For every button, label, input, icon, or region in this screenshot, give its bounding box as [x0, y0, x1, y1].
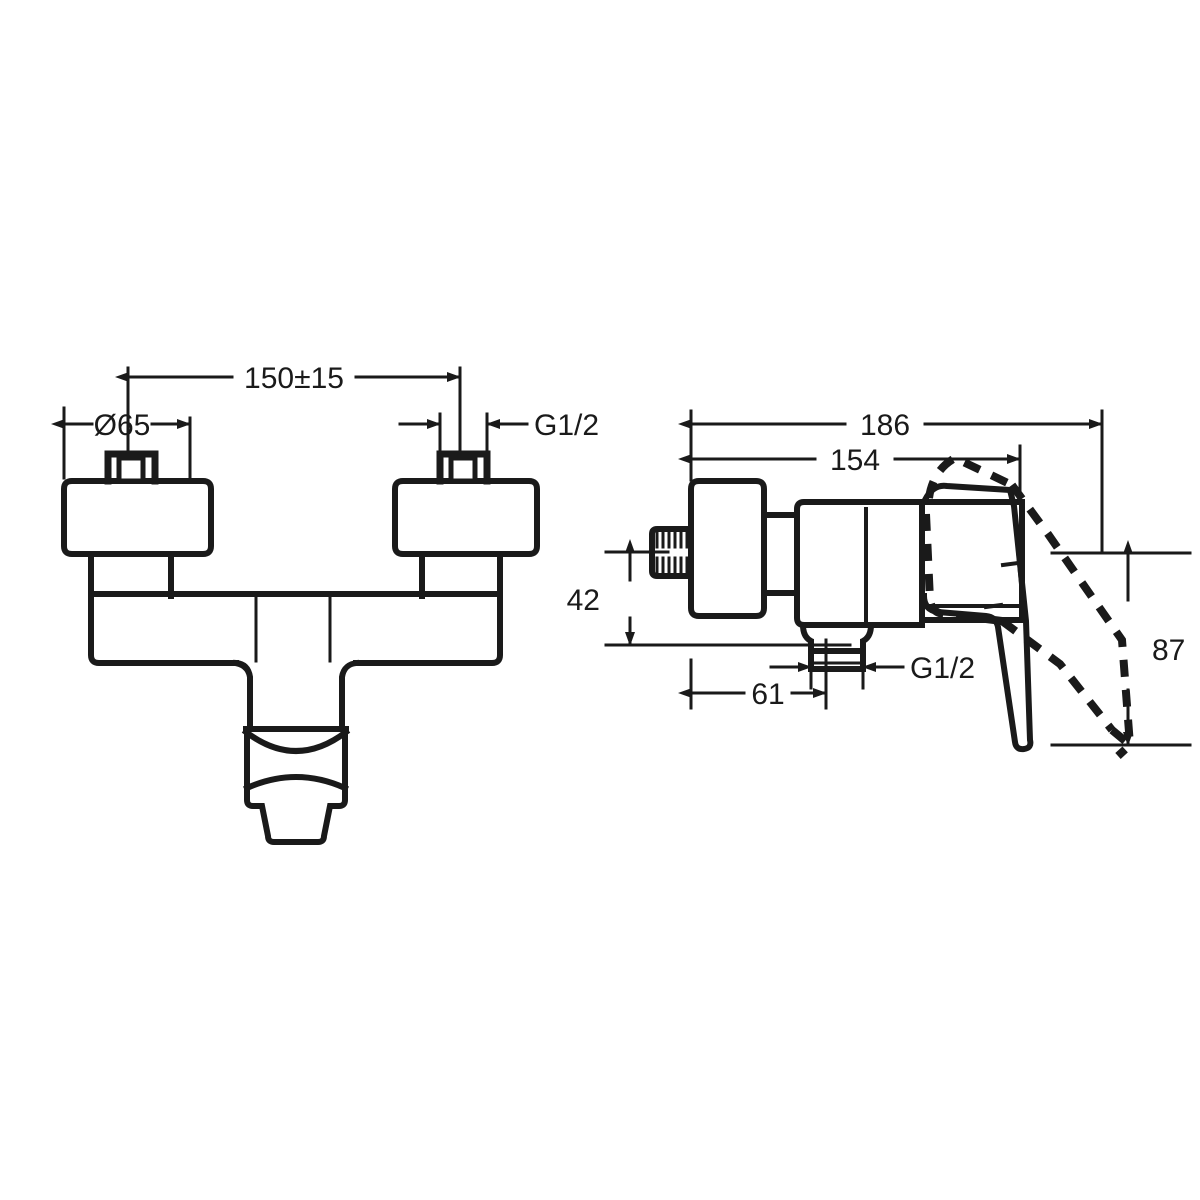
dim-label-thread-top: G1/2 — [534, 409, 599, 442]
outlet-spigot-shoulder — [799, 621, 875, 654]
front-view-dimensions — [51, 366, 529, 480]
wall-flange — [688, 478, 767, 619]
lever-center-ticks — [983, 560, 1021, 610]
mixer-body — [794, 499, 925, 628]
left-escutcheon — [61, 478, 214, 557]
spout-collar-curve — [241, 727, 351, 754]
thread-hatching — [655, 531, 689, 574]
spout-right-shoulder — [339, 659, 360, 732]
right-escutcheon — [392, 478, 540, 557]
dim-label-outlet-offset: 61 — [751, 678, 784, 711]
body-right-wall — [353, 591, 503, 666]
left-handle-stub — [104, 450, 159, 485]
left-handle-bore — [116, 455, 146, 484]
dim-label-body-length: 154 — [830, 444, 880, 477]
dim-label-thread-outlet: G1/2 — [910, 652, 975, 685]
aerator-outline — [244, 785, 348, 845]
dim-label-overall-length: 186 — [860, 409, 910, 442]
right-handle-bore — [448, 455, 478, 484]
rear-housing — [919, 499, 1025, 623]
front-view-geometry — [61, 450, 540, 845]
aerator-seam — [243, 774, 349, 792]
right-handle-stub — [436, 450, 491, 485]
body-left-wall — [88, 591, 239, 666]
side-view-dimensions — [604, 409, 1192, 747]
dim-label-overall-height: 87 — [1152, 634, 1185, 667]
spout-left-shoulder — [232, 659, 253, 732]
side-view-geometry — [649, 453, 1137, 759]
dim-label-center-distance: 150±15 — [244, 362, 344, 395]
dim-label-escutcheon-dia: Ø65 — [94, 409, 151, 442]
lever-dashed-travel — [922, 453, 1137, 759]
inlet-nipple — [649, 526, 694, 579]
dim-label-inlet-height: 42 — [567, 584, 600, 617]
